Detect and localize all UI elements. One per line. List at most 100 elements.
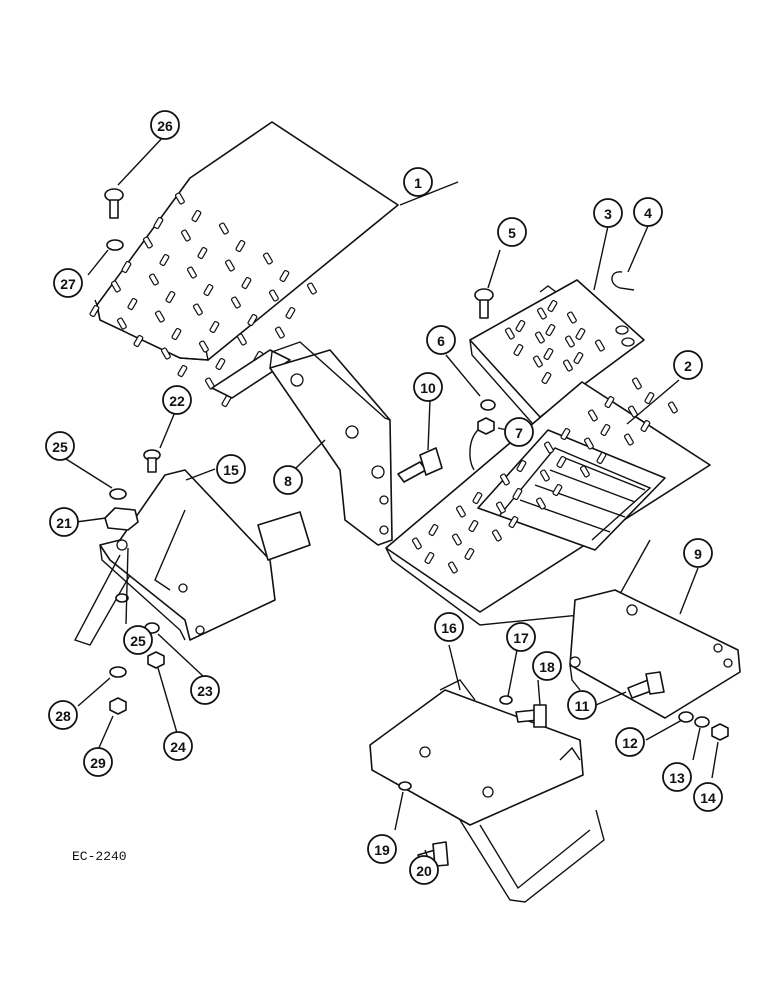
- callout-number: 27: [60, 276, 76, 292]
- callout-number: 22: [169, 393, 185, 409]
- drawing-code: EC-2240: [72, 849, 127, 864]
- plate-slot: [142, 236, 153, 249]
- plate-slot: [306, 282, 317, 295]
- nut-7: [477, 417, 495, 435]
- bolt-11: [627, 671, 665, 699]
- plate-slot: [566, 311, 577, 324]
- plate-slot: [451, 533, 462, 546]
- plate-slot: [127, 297, 138, 311]
- plate-slot: [532, 355, 543, 368]
- callout-circle: [163, 731, 193, 761]
- plate-slot: [455, 505, 466, 518]
- tread-plate-main: [385, 377, 711, 626]
- plate-slot: [579, 465, 590, 478]
- screw-22: [143, 449, 161, 473]
- callout-circle: [532, 651, 562, 681]
- callout-number: 10: [420, 380, 436, 396]
- callout-circle: [190, 675, 220, 705]
- callout-number: 15: [223, 462, 239, 478]
- callout-number: 12: [622, 735, 638, 751]
- plate-slot: [153, 216, 164, 230]
- callout-number: 18: [539, 659, 555, 675]
- callout-circle: [48, 700, 78, 730]
- callout-circle: [53, 268, 83, 298]
- plate-slot: [215, 357, 226, 371]
- step-frame: [369, 679, 605, 903]
- leader-lines: [65, 134, 719, 865]
- plate-slot: [285, 306, 296, 320]
- plate-slot: [495, 501, 506, 514]
- plate-slot: [192, 303, 203, 316]
- callout-6: 6: [426, 325, 456, 355]
- callout-8: 8: [273, 465, 303, 495]
- plate-slot: [247, 313, 258, 327]
- callout-circle: [693, 782, 723, 812]
- plate-slot: [575, 327, 586, 341]
- plate-slot: [160, 347, 171, 360]
- callout-circle: [403, 167, 433, 197]
- callout-circle: [413, 372, 443, 402]
- callout-circle: [409, 855, 439, 885]
- callout-circle: [45, 431, 75, 461]
- callout-number: 4: [644, 205, 652, 221]
- plate-slot: [560, 427, 571, 441]
- plate-slot: [116, 317, 127, 330]
- callout-11: 11: [567, 690, 597, 720]
- plate-slot: [545, 323, 556, 337]
- plate-slot: [279, 269, 290, 283]
- callout-number: 5: [508, 225, 516, 241]
- plate-slot: [573, 351, 584, 365]
- plate-slot: [562, 359, 573, 372]
- plate-slot: [274, 326, 285, 339]
- tread-plate-left: [89, 121, 399, 408]
- plate-slot: [197, 246, 208, 260]
- spring-clip: [611, 271, 635, 291]
- plate-slot: [268, 289, 279, 302]
- callout-number: 28: [55, 708, 71, 724]
- callout-25: 25: [45, 431, 75, 461]
- callout-circle: [506, 622, 536, 652]
- callout-19: 19: [367, 834, 397, 864]
- callout-number: 6: [437, 333, 445, 349]
- plate-slot: [198, 340, 209, 353]
- callout-28: 28: [48, 700, 78, 730]
- callout-3: 3: [593, 198, 623, 228]
- plate-slot: [424, 551, 435, 565]
- plate-slot: [262, 252, 273, 265]
- callout-number: 25: [130, 633, 146, 649]
- callout-circle: [150, 110, 180, 140]
- plate-slot: [428, 523, 439, 537]
- plate-slot: [165, 290, 176, 304]
- plate-slot: [583, 437, 594, 450]
- callout-circle: [615, 727, 645, 757]
- plate-slot: [468, 519, 479, 533]
- callout-circle: [367, 834, 397, 864]
- plate-slot: [535, 497, 546, 510]
- washer-25-lower: [115, 593, 129, 603]
- callout-17: 17: [506, 622, 536, 652]
- washer-13: [694, 716, 710, 728]
- callout-circle: [273, 465, 303, 495]
- callout-10: 10: [413, 372, 443, 402]
- callout-circle: [633, 197, 663, 227]
- plate-slot: [596, 451, 607, 465]
- nut-29: [109, 697, 127, 715]
- callout-2: 2: [673, 350, 703, 380]
- callout-27: 27: [53, 268, 83, 298]
- plate-slot: [556, 455, 567, 469]
- callout-number: 14: [700, 790, 716, 806]
- callout-15: 15: [216, 454, 246, 484]
- plate-slot: [504, 327, 515, 340]
- callout-circle: [426, 325, 456, 355]
- callout-5: 5: [497, 217, 527, 247]
- callout-number: 16: [441, 620, 457, 636]
- plate-slot: [235, 239, 246, 253]
- mounting-bracket-left: [73, 469, 311, 646]
- washer-19: [398, 781, 412, 791]
- callout-9: 9: [683, 538, 713, 568]
- callout-number: 8: [284, 473, 292, 489]
- callout-18: 18: [532, 651, 562, 681]
- callout-24: 24: [163, 731, 193, 761]
- callout-13: 13: [662, 762, 692, 792]
